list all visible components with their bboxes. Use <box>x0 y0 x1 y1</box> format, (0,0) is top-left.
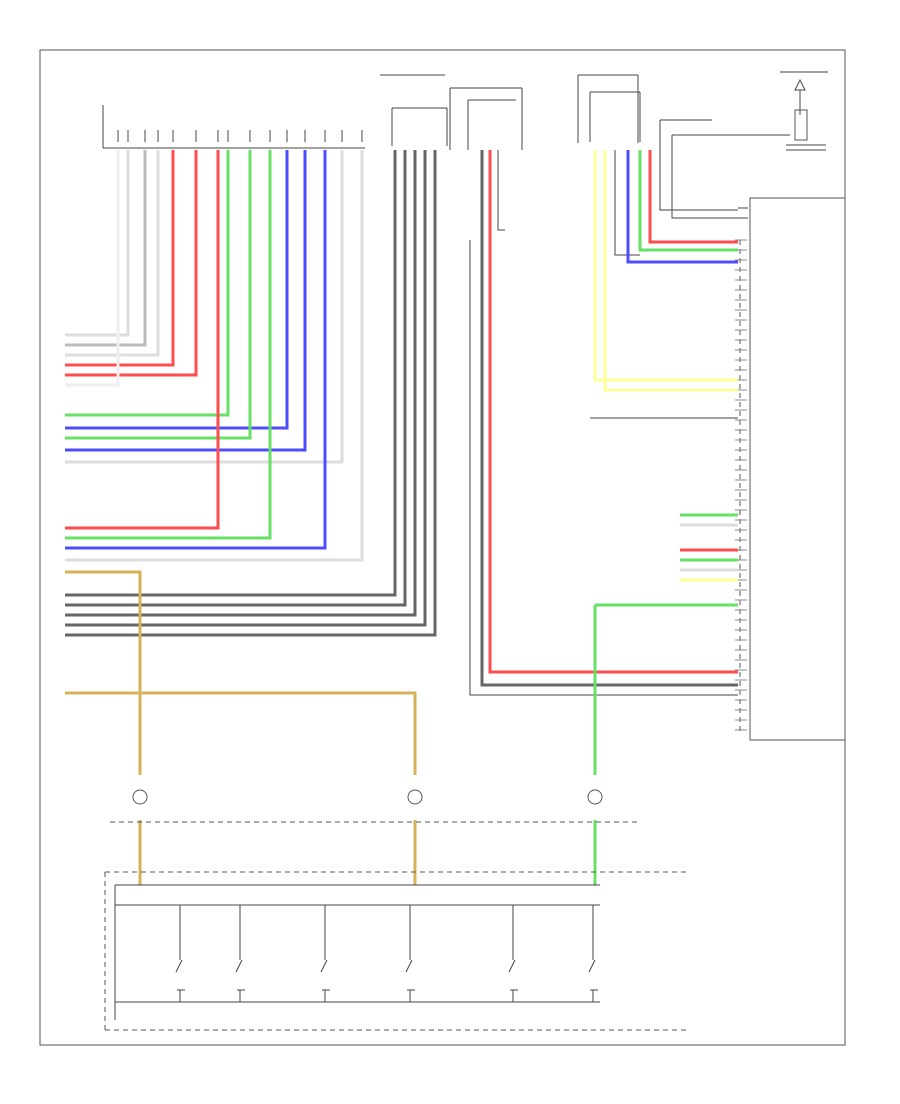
connector-icon <box>110 789 640 823</box>
left-connector-group <box>102 105 365 149</box>
wire-group-dark-bundle <box>65 150 437 637</box>
navigation-unit-box <box>738 197 846 741</box>
connector-bracket-1 <box>380 74 448 146</box>
wire-steering-to-unit <box>469 150 738 696</box>
wire-group-gray-top <box>65 150 198 387</box>
antenna-icon <box>780 71 828 151</box>
wire-camera-leads <box>593 513 738 885</box>
switch-assembly-box <box>104 871 690 1031</box>
wire-group-green-blue <box>65 150 344 464</box>
switch-icon <box>115 905 600 1003</box>
wire-orange <box>65 570 417 885</box>
steering-unit-connector <box>449 87 523 150</box>
unit-pin-ticks <box>735 239 747 731</box>
wire-aux-to-unit <box>590 119 790 419</box>
wire-group-lower-rgb <box>65 150 364 562</box>
auxiliary-connector <box>577 74 641 143</box>
